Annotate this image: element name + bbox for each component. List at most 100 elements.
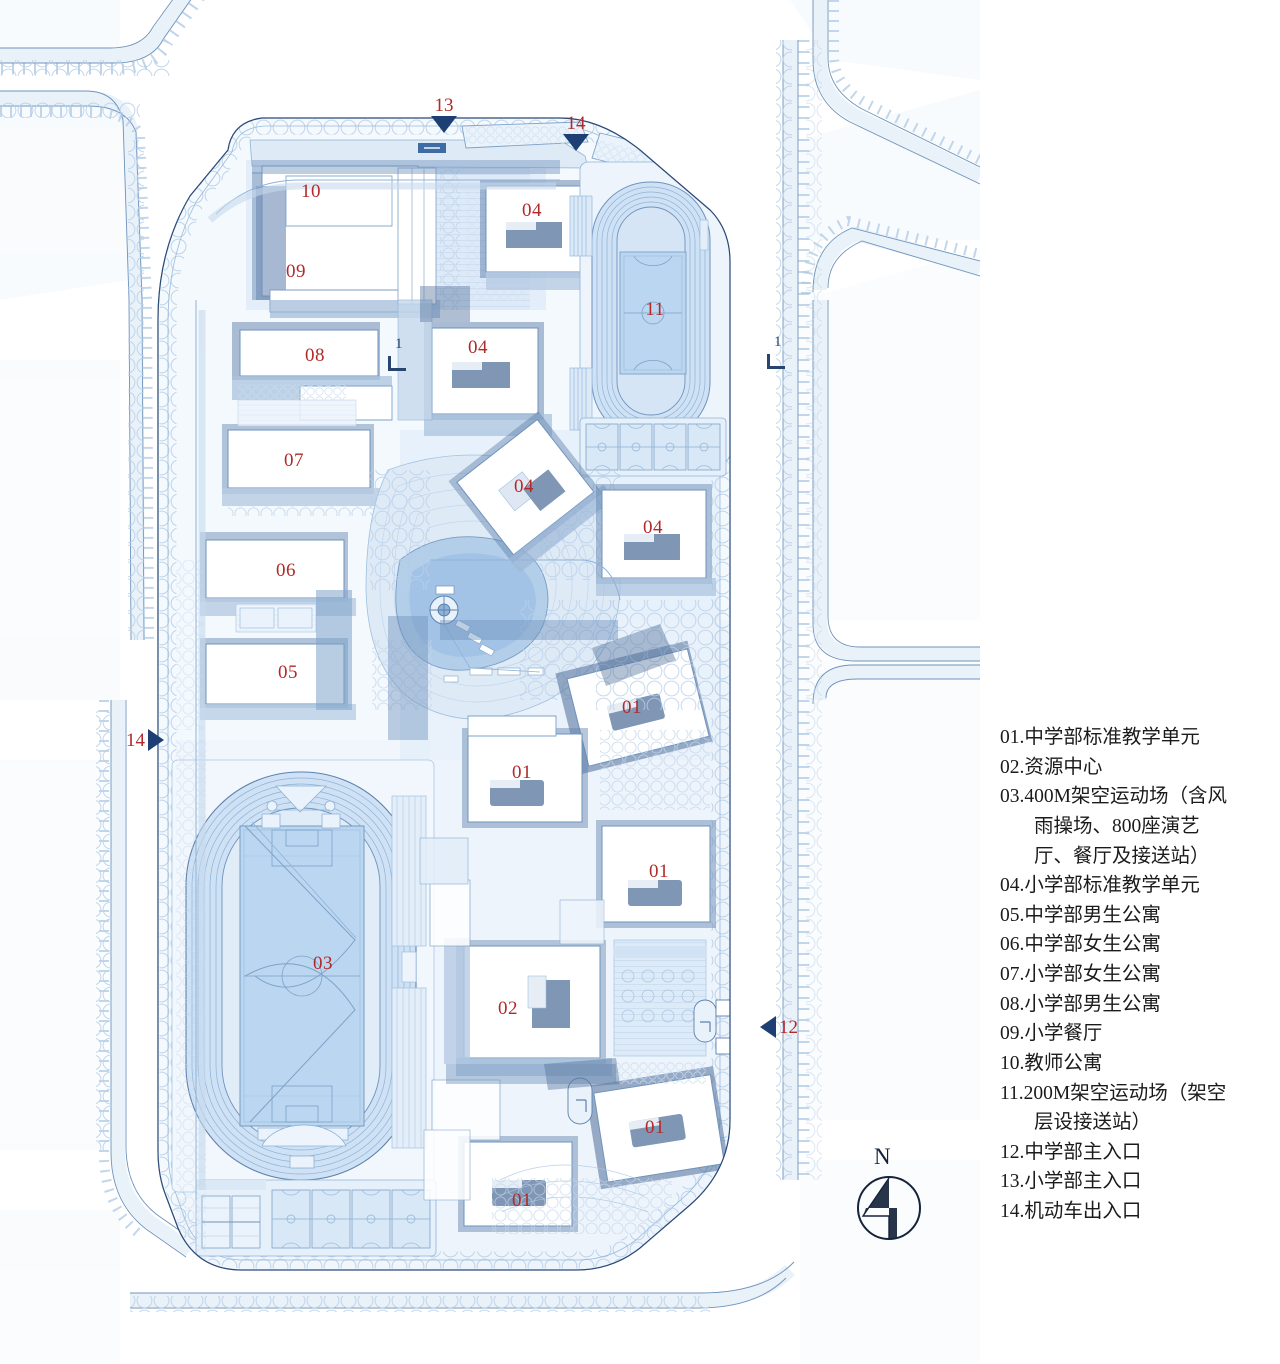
- legend-item-index: 03.: [1000, 786, 1025, 808]
- legend-item-text: 教师公寓: [1024, 1052, 1103, 1074]
- section-cut-1-1: 1: [765, 334, 793, 370]
- north-letter: N: [874, 1144, 891, 1169]
- plan-label-01-11: 01: [622, 697, 642, 718]
- courts-sw: [195, 1179, 437, 1257]
- building-04-ne: [480, 180, 592, 290]
- legend-item-text: 小学部主入口: [1024, 1171, 1142, 1193]
- legend-item-index: 09.: [1000, 1023, 1025, 1045]
- legend-item-index: 02.: [1000, 756, 1025, 778]
- legend-item-text: 小学餐厅: [1024, 1023, 1103, 1045]
- legend-item-text: 中学部主入口: [1024, 1141, 1142, 1163]
- building-01-b: [462, 715, 588, 828]
- legend-item-06: 06.中学部女生公寓: [1000, 930, 1272, 960]
- plan-label-01-16: 01: [645, 1117, 665, 1138]
- building-08: [232, 322, 393, 421]
- legend-item-continuation: 厅、餐厅及接送站）: [1034, 845, 1210, 867]
- section-cut-vertical-bar: [767, 354, 770, 369]
- plan-label-04-5: 04: [468, 337, 488, 358]
- legend-item-10: 10.教师公寓: [1000, 1049, 1272, 1079]
- building-02: [444, 938, 612, 1076]
- legend-item-index: 14.: [1000, 1201, 1025, 1222]
- legend-item-index: 10.: [1000, 1052, 1025, 1074]
- north-arrow: N: [845, 1144, 937, 1246]
- legend-item-04: 04.小学部标准教学单元: [1000, 871, 1272, 901]
- entrance-marker-13-0: 13: [431, 96, 457, 133]
- building-01-c: [596, 820, 716, 928]
- legend-item-text: 400M架空运动场（含风: [1024, 786, 1227, 808]
- legend-item-text: 机动车出入口: [1024, 1201, 1142, 1222]
- section-cut-label: 1: [774, 334, 782, 350]
- legend-item-index: 08.: [1000, 993, 1025, 1015]
- building-04-east: [596, 484, 716, 596]
- legend-item-index: 12.: [1000, 1141, 1025, 1163]
- plan-label-03-14: 03: [313, 953, 333, 974]
- context-blocks: [0, 0, 980, 1364]
- triangle-down-icon: [431, 116, 457, 133]
- entrance-marker-number: 14: [566, 113, 586, 134]
- plan-label-09-1: 09: [286, 261, 306, 282]
- legend-item-text: 资源中心: [1024, 756, 1103, 778]
- legend-item-index: 04.: [1000, 875, 1025, 897]
- entrance-marker-14-2: 14: [126, 729, 164, 751]
- legend-item-text: 中学部标准教学单元: [1024, 727, 1200, 748]
- stadium-03: [171, 759, 435, 1193]
- legend-item-11: 11.200M架空运动场（架空: [1000, 1079, 1272, 1109]
- legend-item-text: 小学部标准教学单元: [1024, 875, 1200, 897]
- section-cut-horizontal-bar: [767, 366, 785, 369]
- plan-label-11-3: 11: [645, 299, 665, 320]
- plan-label-08-4: 08: [305, 345, 325, 366]
- plan-label-05-10: 05: [278, 662, 298, 683]
- legend-item-continuation: 雨操场、800座演艺: [1034, 815, 1200, 837]
- building-04-midnorth: [397, 299, 552, 436]
- entrance-marker-number: 14: [126, 729, 145, 751]
- plan-label-10-0: 10: [301, 181, 321, 202]
- section-cut-label: 1: [395, 336, 403, 352]
- legend-item-text: 小学部男生公寓: [1024, 993, 1161, 1015]
- legend-item-index: 13.: [1000, 1171, 1025, 1193]
- legend-item-03: 03.400M架空运动场（含风: [1000, 782, 1272, 812]
- legend-item-09: 09.小学餐厅: [1000, 1019, 1272, 1049]
- plan-label-07-6: 07: [284, 450, 304, 471]
- site-boundary: [157, 117, 731, 1271]
- basketball-courts-ne: [579, 417, 727, 477]
- triangle-down-icon: [563, 134, 589, 151]
- connectors: [419, 837, 605, 1201]
- north-arrow-glyph: [857, 1176, 921, 1240]
- legend-item-07: 07.小学部女生公寓: [1000, 960, 1272, 990]
- legend-item-index: 05.: [1000, 904, 1025, 926]
- section-cut-1-0: 1: [386, 336, 414, 372]
- site-interior: [158, 118, 730, 1270]
- legend-item-index: 11.: [1000, 1082, 1024, 1104]
- legend-item-text: 小学部女生公寓: [1024, 964, 1161, 985]
- legend-item-08: 08.小学部男生公寓: [1000, 990, 1272, 1020]
- legend-item-continuation: 层设接送站）: [1034, 1112, 1152, 1134]
- sports-field-11: [569, 161, 730, 463]
- legend-item-13: 13.小学部主入口: [1000, 1167, 1272, 1197]
- entrance-marker-14-1: 14: [563, 114, 589, 151]
- legend-item-02: 02.资源中心: [1000, 753, 1272, 783]
- entrance-marker-number: 12: [779, 1016, 798, 1038]
- plan-label-06-9: 06: [276, 560, 296, 581]
- building-07: [222, 424, 386, 506]
- plan-label-02-15: 02: [498, 998, 518, 1019]
- legend-item-05: 05.中学部男生公寓: [1000, 901, 1272, 931]
- section-cut-horizontal-bar: [388, 368, 406, 371]
- entrance-marker-number: 13: [434, 95, 454, 116]
- legend-item-14: 14.机动车出入口: [1000, 1197, 1272, 1227]
- plan-label-01-13: 01: [649, 861, 669, 882]
- plan-label-01-17: 01: [512, 1190, 532, 1211]
- legend-item-text: 中学部女生公寓: [1024, 934, 1161, 956]
- legend-item-12: 12.中学部主入口: [1000, 1138, 1272, 1168]
- plan-label-04-7: 04: [514, 476, 534, 497]
- legend-item-01: 01.中学部标准教学单元: [1000, 723, 1272, 753]
- legend-item-index: 07.: [1000, 964, 1025, 985]
- building-05: [200, 590, 356, 720]
- street-tree-rows: [0, 40, 822, 1312]
- legend-item-index: 06.: [1000, 934, 1025, 956]
- plan-svg: [0, 0, 980, 1364]
- triangle-right-icon: [148, 729, 164, 751]
- plan-label-04-8: 04: [643, 517, 663, 538]
- plan-label-04-2: 04: [522, 200, 542, 221]
